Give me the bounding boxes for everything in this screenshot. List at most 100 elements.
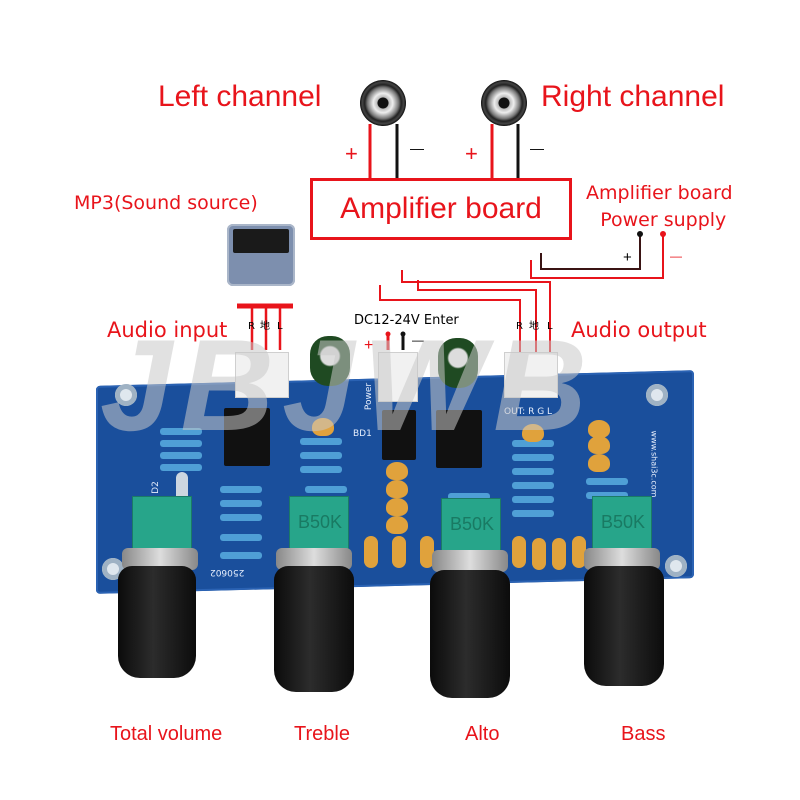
left-speaker-icon [360,80,406,126]
ceramic-capacitor [588,454,610,472]
power-positive-terminal [637,231,643,237]
resistor [512,496,554,503]
input-pin-l: L [277,321,283,332]
input-pin-ground: 地 [260,321,270,332]
left-speaker-plus: + [345,141,358,166]
alto-knob[interactable] [430,570,510,698]
voltage-regulator-chip [382,410,416,460]
silk-date: 250602 [210,567,245,577]
amp-power-line2: Power supply [600,209,727,231]
tantalum-capacitor [552,538,566,570]
knob-label-alto: Alto [465,723,500,745]
amp-power-supply-label: Amplifier board Power supply [586,180,733,234]
power-positive-wire [540,236,641,270]
mounting-hole-br [665,555,687,577]
ceramic-capacitor [386,462,408,480]
dc-minus-mark: — [412,333,424,347]
output-wire-g [417,280,537,360]
ceramic-capacitor [386,480,408,498]
resistor [512,468,554,475]
potentiometer-alto: B50K [441,498,501,552]
resistor [586,478,628,485]
right-speaker-minus: — [530,140,544,156]
amp-power-line1: Amplifier board [586,182,733,204]
resistor [220,514,262,521]
resistor [512,440,554,447]
ceramic-capacitor [522,424,544,442]
knob-label-treble: Treble [294,723,350,745]
silk-out: OUT: R G L [504,407,553,417]
power-led [176,472,188,498]
ceramic-capacitor [386,516,408,534]
knob-collar [276,548,352,570]
potentiometer-bass: B50K [592,496,652,550]
resistor [220,534,262,541]
dc-negative-terminal [400,331,406,337]
output-pin-r: R [516,321,523,332]
power-plus-mark: + [623,249,632,266]
resistor [160,464,202,471]
treble-knob[interactable] [274,566,354,692]
electrolytic-capacitor-1 [310,336,350,386]
power-minus-mark: — [670,249,682,263]
resistor [160,452,202,459]
dc-positive-terminal [385,331,391,337]
amplifier-board-label: Amplifier board [340,192,542,225]
mounting-hole-tr [646,384,668,406]
ceramic-capacitor [588,436,610,454]
tantalum-capacitor [364,536,378,568]
amplifier-board-box: Amplifier board [310,178,572,240]
ceramic-capacitor [386,498,408,516]
resistor [220,486,262,493]
power-negative-wire [530,236,664,279]
output-pin-ground: 地 [529,321,539,332]
knob-label-total-volume: Total volume [110,723,223,745]
input-connector [235,352,289,398]
output-wire-r [379,285,521,360]
right-speaker-icon [481,80,527,126]
silk-url: www.shai3c.com [649,430,659,498]
resistor [160,428,202,435]
audio-output-label: Audio output [571,318,707,342]
ceramic-capacitor [588,420,610,438]
bass-knob[interactable] [584,566,664,686]
knob-collar [122,548,198,570]
watermark: JBJWB [100,312,596,458]
input-pin-r: R [248,321,255,332]
resistor [300,452,342,459]
volume-knob[interactable] [118,566,196,678]
left-channel-label: Left channel [158,80,322,113]
resistor [160,440,202,447]
silk-d2: D2 [150,481,161,494]
resistor [512,482,554,489]
tantalum-capacitor [572,536,586,568]
resistor [220,500,262,507]
knob-collar [584,548,660,570]
output-connector [504,352,558,398]
left-speaker-minus: — [410,140,424,156]
dc-plus-mark: + [364,337,374,354]
mp3-player-screen [233,229,289,253]
resistor [300,466,342,473]
resistor [305,486,347,493]
tantalum-capacitor [532,538,546,570]
silk-bd1: BD1 [353,429,372,439]
power-negative-terminal [660,231,666,237]
resistor [512,510,554,517]
pot-value-label: B50K [298,512,343,532]
tantalum-capacitor [420,536,434,568]
audio-input-label: Audio input [107,318,228,342]
resistor [448,493,490,500]
mounting-hole-tl [115,384,137,406]
op-amp-chip-2 [436,410,482,468]
tantalum-capacitor [512,536,526,568]
right-channel-label: Right channel [541,80,725,113]
knob-collar [432,550,508,572]
knob-label-bass: Bass [621,723,666,745]
tantalum-capacitor [392,536,406,568]
output-wire-l [401,270,551,360]
potentiometer-volume [132,496,192,550]
resistor [300,438,342,445]
ceramic-capacitor [312,418,334,436]
